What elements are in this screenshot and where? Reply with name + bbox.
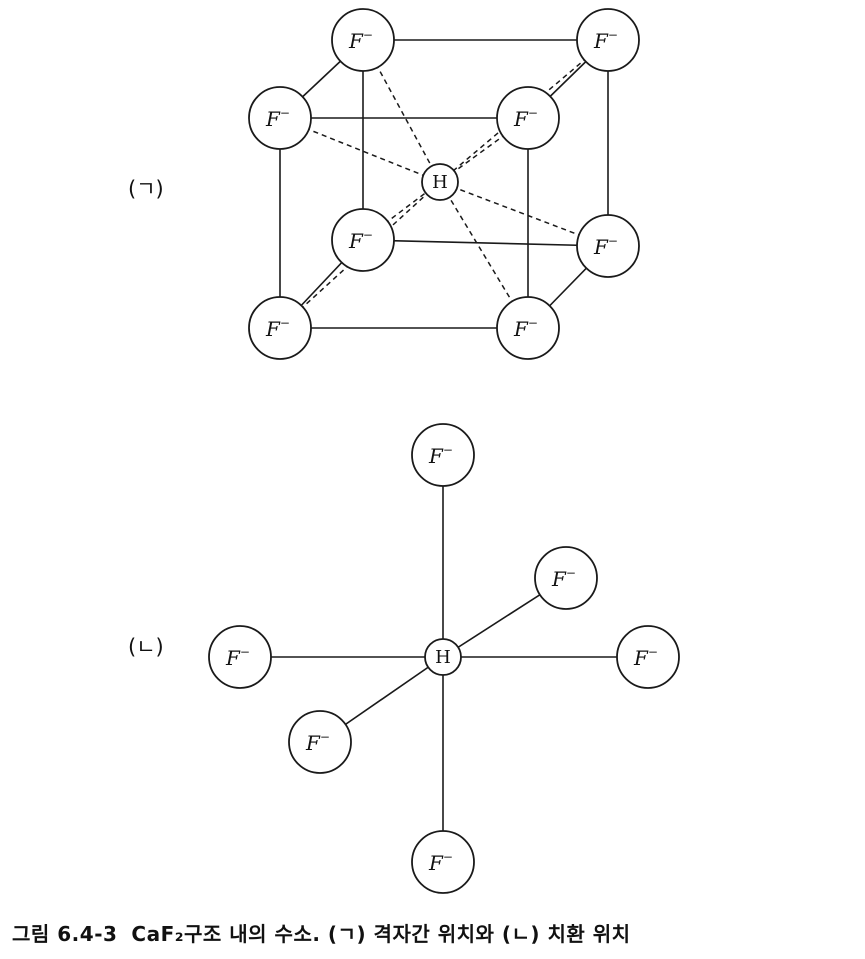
fluorine-ion: F− [576,214,640,278]
svg-text:F−: F− [348,28,373,53]
fluorine-ion: F− [248,296,312,360]
caption-text: CaF₂구조 내의 수소. (ㄱ) 격자간 위치와 (ㄴ) 치환 위치 [131,922,631,946]
fluorine-ion: F− [288,710,352,774]
part-a-label: (ㄱ) [128,177,164,201]
fluorine-ion: F− [331,208,395,272]
part-b-substitution-diagram: (ㄴ) F− F− F− F− F− [128,423,680,894]
svg-text:F−: F− [513,316,538,341]
svg-text:F−: F− [265,106,290,131]
part-b-label: (ㄴ) [128,635,164,659]
figure-caption: 그림 6.4-3 CaF₂구조 내의 수소. (ㄱ) 격자간 위치와 (ㄴ) 치환… [12,918,862,947]
svg-text:F−: F− [633,645,658,670]
fluorine-ion: F− [331,8,395,72]
svg-text:F−: F− [428,443,453,468]
svg-text:F−: F− [265,316,290,341]
part-a-interstitial-diagram: (ㄱ) [128,8,640,360]
fluorine-ion: F− [208,625,272,689]
svg-text:F−: F− [593,234,618,259]
fluorine-ion: F− [248,86,312,150]
svg-text:F−: F− [348,228,373,253]
svg-text:F−: F− [428,850,453,875]
svg-text:F−: F− [593,28,618,53]
substitution-bonds [240,455,648,862]
svg-text:H: H [435,647,451,668]
fluorine-ion: F− [616,625,680,689]
fluorine-ion: F− [534,546,598,610]
crystal-structure-figure: (ㄱ) [128,8,680,894]
svg-text:F−: F− [551,566,576,591]
fluorine-ion: F− [411,423,475,487]
fluorine-ion: F− [411,830,475,894]
fluorine-ion: F− [496,86,560,150]
hydrogen-atom-interstitial: H [421,163,459,201]
caption-number: 그림 6.4-3 [12,922,118,946]
hydrogen-atom-substitutional: H [424,638,462,676]
svg-text:F−: F− [225,645,250,670]
svg-text:F−: F− [513,106,538,131]
svg-text:F−: F− [305,730,330,755]
fluorine-ion: F− [576,8,640,72]
fluorine-ion: F− [496,296,560,360]
svg-text:H: H [432,172,448,193]
